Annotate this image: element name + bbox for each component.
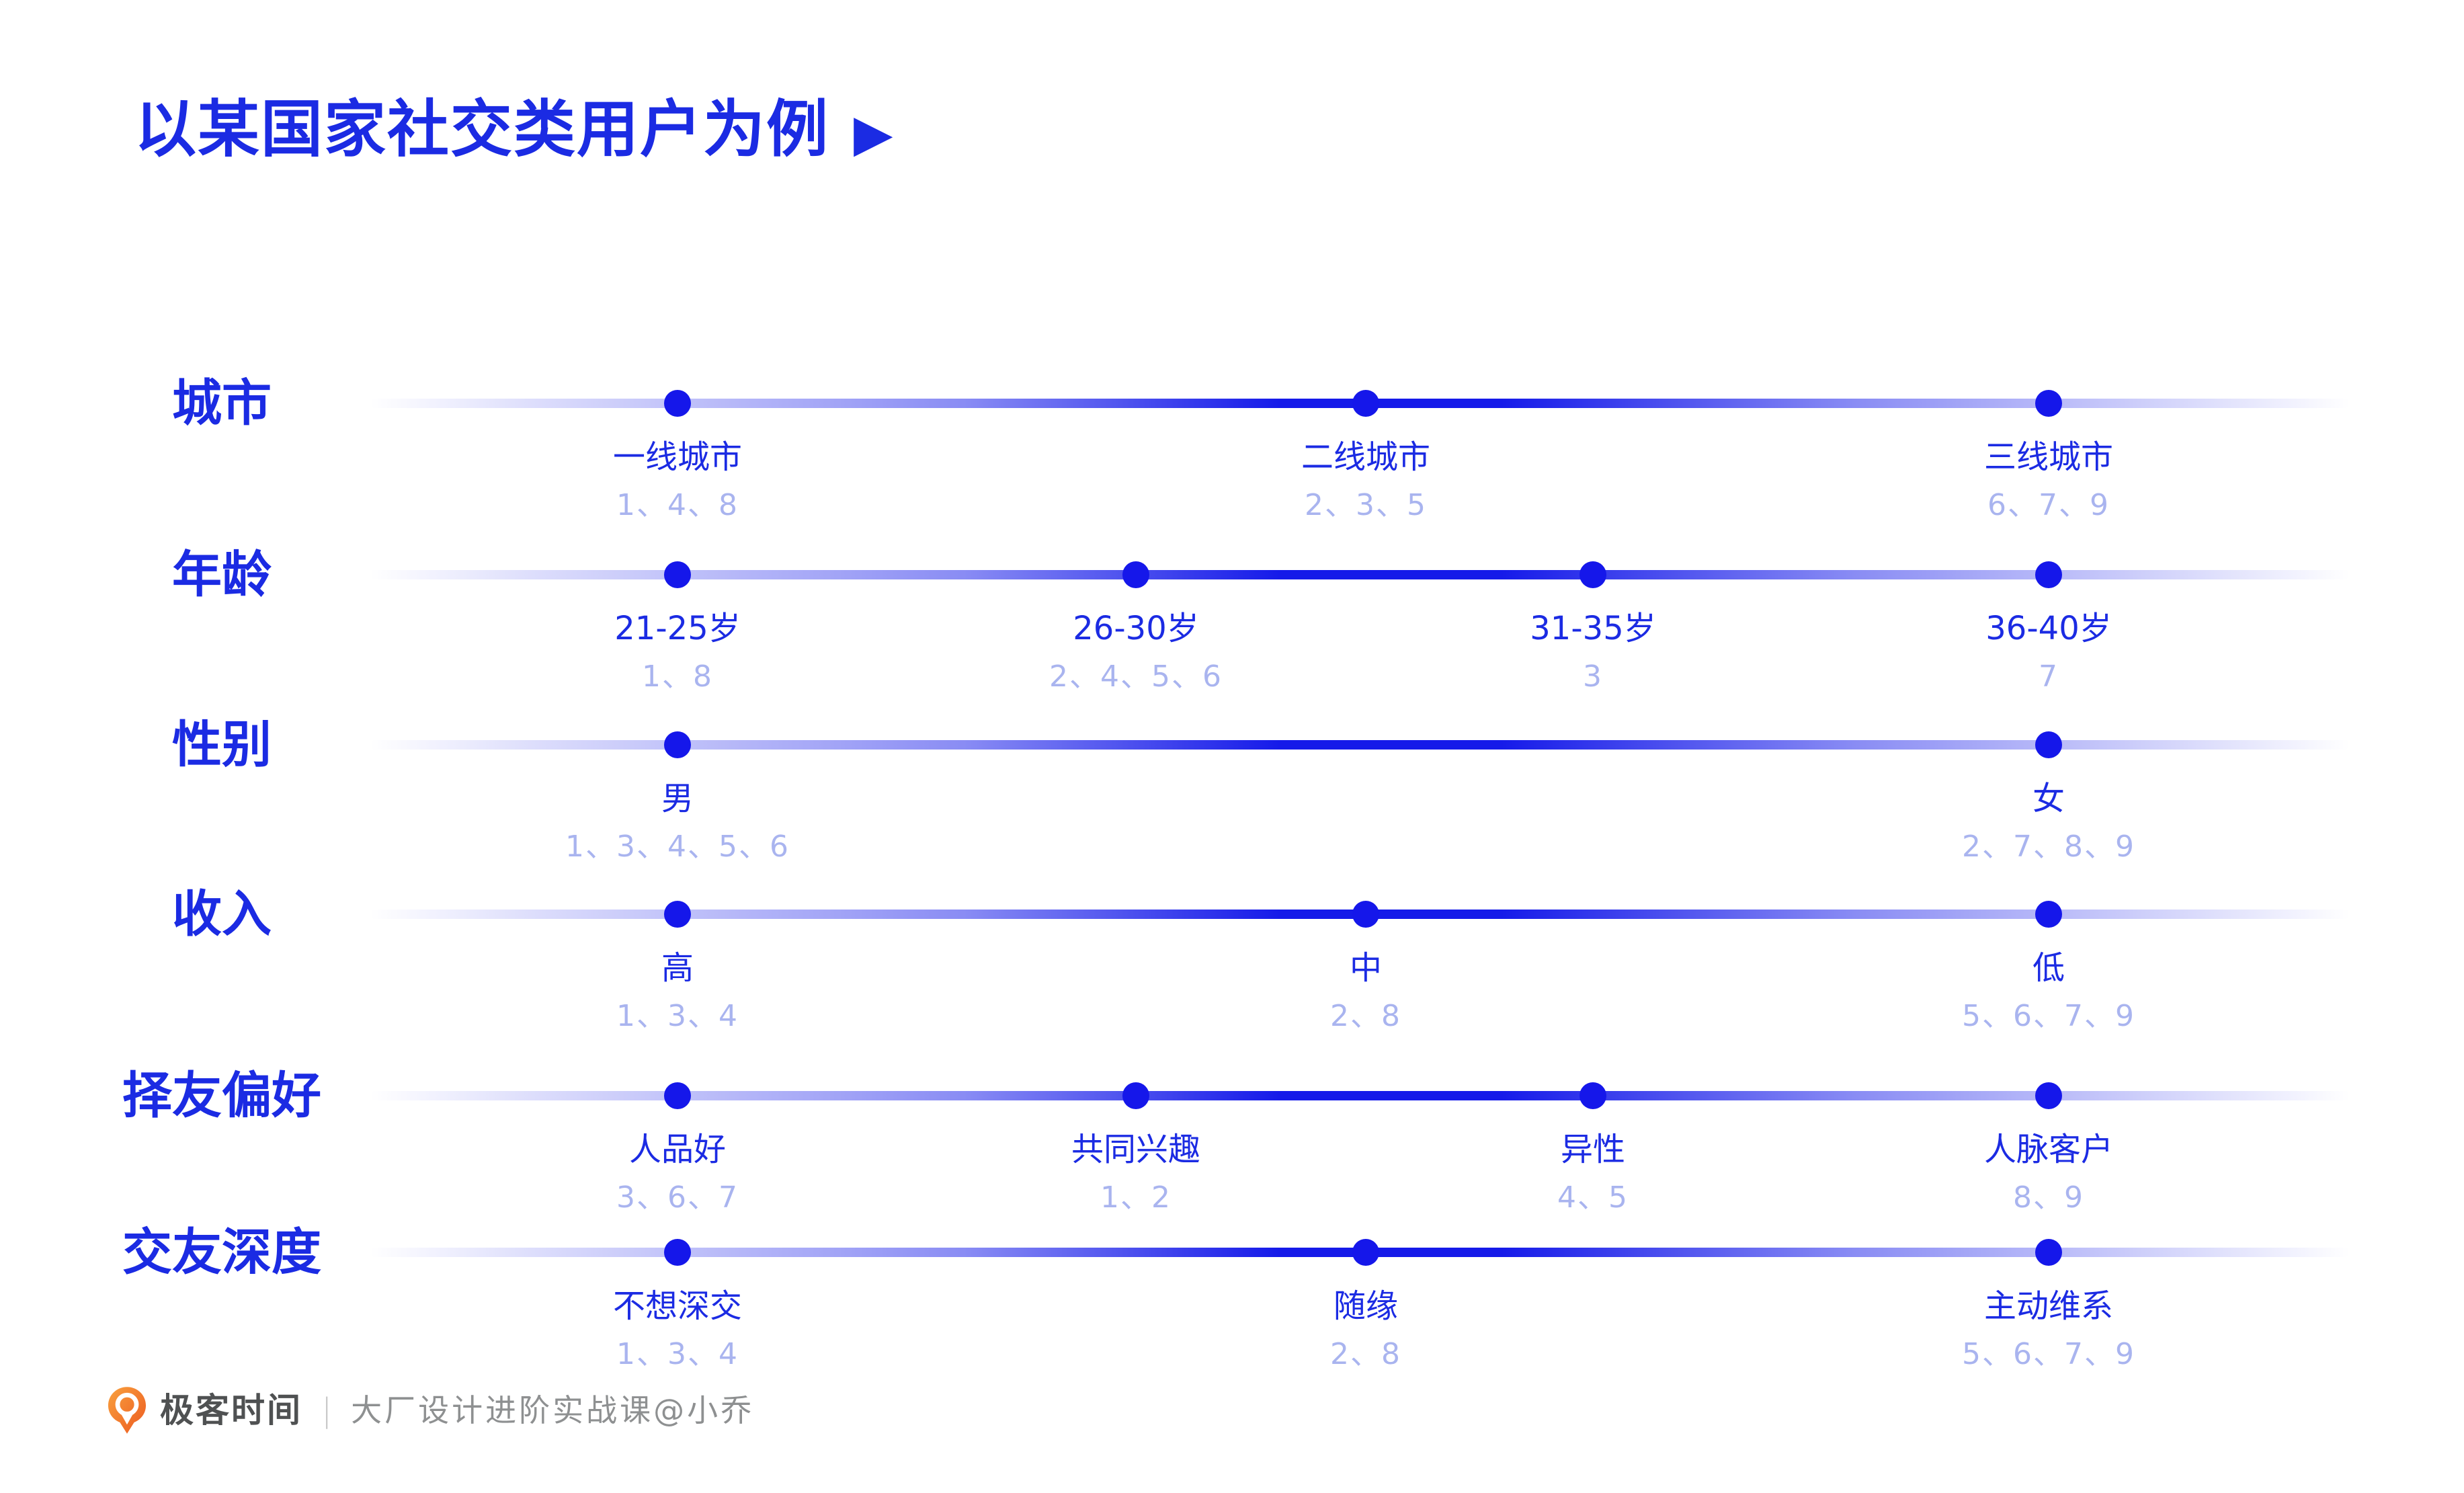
footer: 极客时间 | 大厂设计进阶实战课@小乔 [108,1386,754,1435]
point-dot [1122,1082,1149,1109]
geektime-logo-icon [108,1387,147,1434]
course-name: 大厂设计进阶实战课@小乔 [351,1392,755,1428]
point-user-ids: 1、8 [642,659,713,694]
point-user-ids: 3、6、7 [616,1180,739,1215]
brand-name: 极客时间 [160,1391,302,1430]
point-dot [1579,561,1606,588]
point-user-ids: 5、6、7、9 [1962,999,2135,1033]
point-label: 三线城市 [1983,438,2114,476]
point-dot [2035,731,2062,758]
point-user-ids: 2、8 [1330,999,1401,1033]
point-label: 女 [2032,780,2065,817]
point-label: 随缘 [1333,1287,1399,1325]
point-user-ids: 6、7、9 [1987,488,2110,522]
gradient-track-2 [370,570,2350,579]
point-label: 人脉客户 [1983,1131,2114,1168]
point-label: 男 [661,780,694,817]
point-dot [664,561,691,588]
point-dot [1122,561,1149,588]
point-label: 高 [661,949,694,987]
point-user-ids: 3 [1583,659,1603,694]
play-arrow-icon: ▶ [854,102,893,163]
dimension-label-3: 性别 [172,716,272,774]
dimension-label-5: 择友偏好 [122,1067,321,1125]
point-dot [664,390,691,417]
point-user-ids: 1、3、4 [616,999,739,1033]
point-dot [1579,1082,1606,1109]
point-label: 中 [1349,949,1383,987]
point-user-ids: 1、2 [1100,1180,1172,1215]
point-dot [2035,390,2062,417]
dimension-label-6: 交友深度 [122,1223,321,1281]
point-user-ids: 1、3、4、5、6 [565,830,790,864]
point-user-ids: 1、4、8 [616,488,739,522]
point-dot [2035,1239,2062,1266]
point-label: 不想深交 [612,1287,743,1325]
point-user-ids: 1、3、4 [616,1337,739,1371]
point-label: 26-30岁 [1073,610,1199,647]
dimension-label-1: 城市 [172,374,272,432]
title-text: 以某国家社交类用户为例 [134,93,830,165]
point-label: 人品好 [628,1131,727,1168]
point-user-ids: 7 [2039,659,2059,694]
point-label: 31-35岁 [1530,610,1656,647]
point-dot [664,1082,691,1109]
dimension-label-2: 年龄 [172,546,272,604]
point-dot [1352,901,1379,928]
point-dot [664,731,691,758]
point-user-ids: 2、8 [1330,1337,1401,1371]
point-dot [2035,1082,2062,1109]
gradient-track-3 [370,740,2350,750]
point-label: 异性 [1560,1131,1626,1168]
point-dot [1352,1239,1379,1266]
footer-divider-icon: | [321,1391,333,1429]
point-dot [2035,901,2062,928]
point-label: 共同兴趣 [1071,1131,1201,1168]
point-dot [664,901,691,928]
point-label: 36-40岁 [1985,610,2112,647]
point-user-ids: 4、5 [1557,1180,1629,1215]
gradient-track-5 [370,1091,2350,1100]
point-user-ids: 5、6、7、9 [1962,1337,2135,1371]
point-dot [2035,561,2062,588]
point-label: 低 [2032,949,2065,987]
slide-title: 以某国家社交类用户为例 ▶ [134,95,893,163]
point-user-ids: 8、9 [2013,1180,2084,1215]
point-label: 一线城市 [612,438,743,476]
point-user-ids: 2、3、5 [1305,488,1427,522]
dimension-label-4: 收入 [172,885,272,943]
point-label: 主动维系 [1983,1287,2114,1325]
point-user-ids: 2、7、8、9 [1962,830,2135,864]
point-user-ids: 2、4、5、6 [1049,659,1223,694]
point-dot [664,1239,691,1266]
point-dot [1352,390,1379,417]
point-label: 21-25岁 [614,610,741,647]
point-label: 二线城市 [1301,438,1431,476]
